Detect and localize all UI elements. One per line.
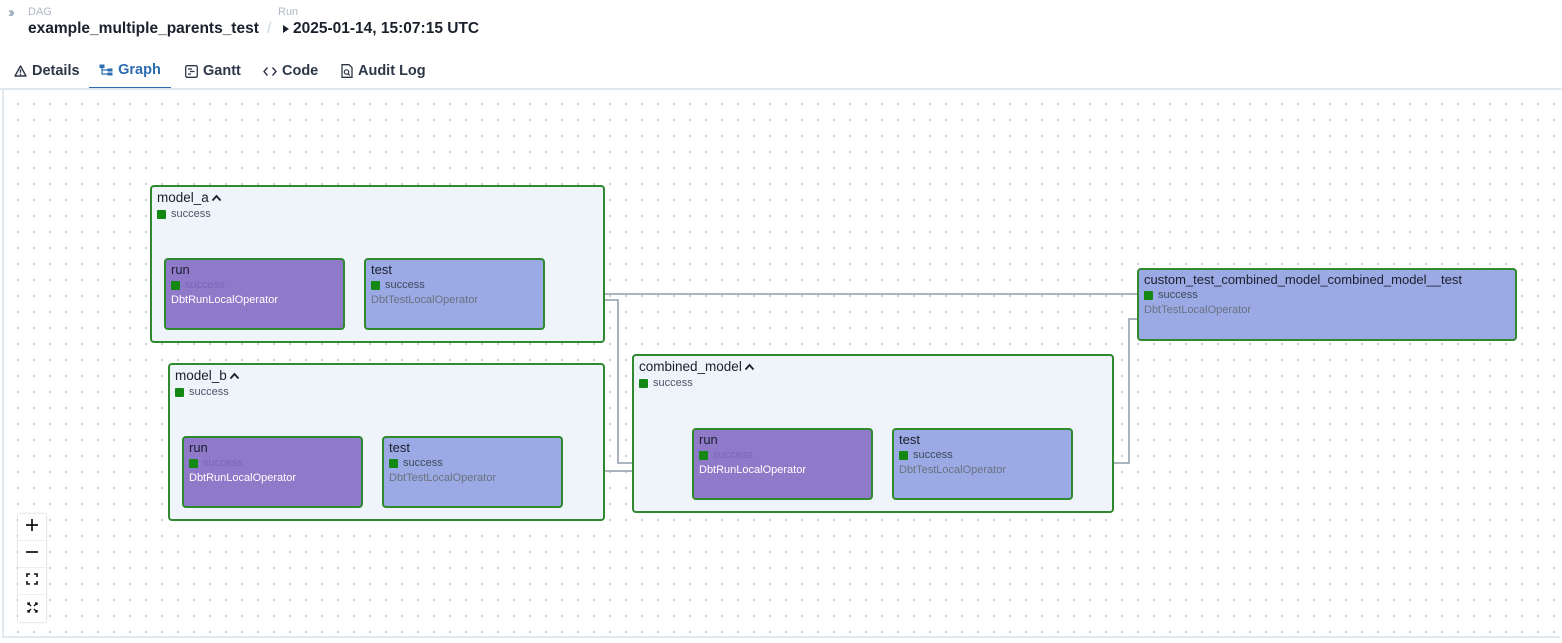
task-operator: DbtTestLocalOperator [389,472,496,484]
task-status: success [899,449,953,461]
task-status-label: success [713,449,753,461]
gantt-icon [185,64,198,78]
task-title: run [189,440,208,455]
chevron-up-icon[interactable] [744,359,755,374]
task-group-status-label: success [653,377,693,389]
task-operator: DbtRunLocalOperator [699,464,807,476]
tab-code-label: Code [282,63,319,79]
collapse-sidebar-icon[interactable]: ›› [8,4,15,21]
task-node-combined-model-run[interactable]: run success DbtRunLocalOperator [692,428,873,500]
task-status-label: success [1158,289,1198,301]
task-operator: DbtTestLocalOperator [1144,304,1251,316]
task-group-title: model_b [175,368,227,383]
tab-code[interactable]: Code [263,52,318,90]
task-status: success [171,279,225,291]
chevron-up-icon[interactable] [229,368,240,383]
task-group-status: success [175,386,229,398]
task-operator: DbtRunLocalOperator [189,472,297,484]
task-node-custom-test[interactable]: custom_test_combined_model_combined_mode… [1137,268,1517,341]
success-status-icon [157,209,166,219]
task-group-status: success [639,377,693,389]
task-operator: DbtTestLocalOperator [899,464,1006,476]
task-node-model-b-test[interactable]: test success DbtTestLocalOperator [382,436,563,508]
task-node-model-a-run[interactable]: run success DbtRunLocalOperator [164,258,345,330]
task-node-model-b-run[interactable]: run success DbtRunLocalOperator [182,436,363,508]
success-status-icon [389,458,398,468]
tab-graph[interactable]: Graph [89,52,171,90]
task-status: success [699,449,753,461]
run-label: Run [278,6,299,18]
graph-canvas[interactable]: model_a success run success DbtRunLocalO… [2,90,1560,638]
tab-details[interactable]: Details [14,52,80,90]
task-group-status-label: success [171,208,211,220]
task-title: run [171,262,190,277]
zoom-in-icon [25,518,39,537]
task-status-label: success [913,449,953,461]
task-node-model-a-test[interactable]: test success DbtTestLocalOperator [364,258,545,330]
success-status-icon [699,450,708,460]
run-breadcrumb[interactable]: 2025-01-14, 15:07:15 UTC [293,20,480,37]
success-status-icon [171,280,180,290]
tab-audit-log[interactable]: Audit Log [341,52,426,90]
task-operator: DbtRunLocalOperator [171,294,279,306]
tab-details-label: Details [32,63,80,79]
chevron-up-icon[interactable] [211,190,222,205]
code-icon [263,66,277,77]
zoom-out-icon [25,545,39,564]
zoom-in-button[interactable] [18,514,46,541]
tab-audit-log-label: Audit Log [358,63,426,79]
task-status-label: success [403,457,443,469]
tab-bar: Details Graph Gantt Code Audit Log [0,52,1562,90]
task-status-label: success [203,457,243,469]
task-title: test [371,262,392,277]
task-group-model-a[interactable]: model_a success run success DbtRunLocalO… [150,185,605,343]
success-status-icon [899,450,908,460]
tab-graph-label: Graph [118,61,161,78]
success-status-icon [189,458,198,468]
dag-header: ›› DAG example_multiple_parents_test / R… [0,0,1562,46]
task-title: run [699,432,718,447]
fit-view-button[interactable] [18,568,46,595]
task-status: success [389,457,443,469]
task-group-title: combined_model [639,359,742,374]
tab-gantt[interactable]: Gantt [185,52,241,90]
task-group-status-label: success [189,386,229,398]
task-status-label: success [185,279,225,291]
success-status-icon [175,387,184,397]
audit-log-icon [341,64,353,78]
task-status: success [189,457,243,469]
success-status-icon [1144,290,1153,300]
fullscreen-icon [26,600,38,618]
task-group-model-b[interactable]: model_b success run success DbtRunLocalO… [168,363,605,521]
task-group-status: success [157,208,211,220]
run-caret-icon [283,25,289,33]
task-group-title-row: model_a [157,190,222,205]
fit-view-icon [26,572,38,590]
task-title: test [389,440,410,455]
task-title: custom_test_combined_model_combined_mode… [1144,272,1462,287]
dag-label: DAG [28,6,52,18]
task-group-title-row: combined_model [639,359,755,374]
tab-gantt-label: Gantt [203,63,241,79]
fullscreen-button[interactable] [18,595,46,622]
graph-controls [18,514,46,622]
task-status: success [1144,289,1198,301]
task-group-title: model_a [157,190,209,205]
task-group-title-row: model_b [175,368,240,383]
breadcrumb-separator: / [267,20,272,37]
task-group-combined-model[interactable]: combined_model success run success DbtRu… [632,354,1114,513]
graph-icon [99,64,113,76]
task-status: success [371,279,425,291]
task-node-combined-model-test[interactable]: test success DbtTestLocalOperator [892,428,1073,500]
success-status-icon [371,280,380,290]
success-status-icon [639,378,648,388]
task-status-label: success [385,279,425,291]
dag-name-breadcrumb[interactable]: example_multiple_parents_test [28,20,259,37]
task-title: test [899,432,920,447]
zoom-out-button[interactable] [18,541,46,568]
task-operator: DbtTestLocalOperator [371,294,478,306]
tabs-divider [0,88,1562,90]
warning-icon [14,65,27,77]
